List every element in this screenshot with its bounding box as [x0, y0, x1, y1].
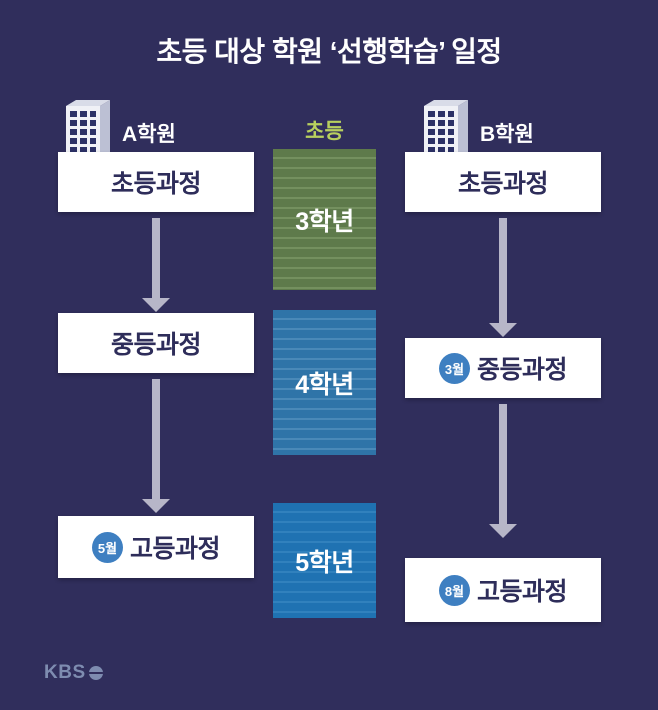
- academy-a-label: A학원: [122, 123, 176, 146]
- academy-b-label: B학원: [480, 123, 534, 146]
- course-box-a-elementary: 초등과정: [58, 152, 254, 212]
- course-box-b-high: 8월 고등과정: [405, 558, 601, 622]
- course-box-b-elementary: 초등과정: [405, 152, 601, 212]
- flow-arrow-down: [142, 218, 170, 312]
- grade-box-5: 5학년: [273, 503, 376, 618]
- page-title: 초등 대상 학원 ‘선행학습’ 일정: [156, 36, 502, 67]
- grade-label: 5학년: [295, 548, 354, 577]
- month-badge: 5월: [91, 531, 123, 563]
- arrow-shaft: [152, 218, 160, 299]
- flow-arrow-down: [489, 218, 517, 337]
- grade-label: 3학년: [295, 207, 354, 236]
- course-label: 고등과정: [129, 535, 221, 563]
- course-label: 고등과정: [476, 578, 568, 606]
- course-box-a-high: 5월 고등과정: [58, 516, 254, 578]
- month-badge: 3월: [438, 352, 470, 384]
- kbs-logo-text: KBS: [44, 662, 86, 683]
- course-label: 중등과정: [476, 356, 568, 384]
- kbs-logo: KBS: [44, 662, 103, 684]
- arrow-head: [142, 298, 170, 312]
- course-box-a-middle: 중등과정: [58, 313, 254, 373]
- arrow-head: [142, 499, 170, 513]
- course-box-b-middle: 3월 중등과정: [405, 338, 601, 398]
- arrow-shaft: [499, 218, 507, 324]
- course-label: 중등과정: [110, 331, 202, 359]
- kbs-globe-icon: [88, 666, 103, 680]
- grade-box-4: 4학년: [273, 310, 376, 455]
- arrow-head: [489, 323, 517, 337]
- grade-box-3: 3학년: [273, 149, 376, 290]
- arrow-shaft: [152, 379, 160, 500]
- course-label: 초등과정: [110, 170, 202, 198]
- grade-label: 4학년: [295, 370, 354, 399]
- arrow-shaft: [499, 404, 507, 525]
- flow-arrow-down: [489, 404, 517, 538]
- flow-arrow-down: [142, 379, 170, 513]
- arrow-head: [489, 524, 517, 538]
- course-label: 초등과정: [457, 170, 549, 198]
- elementary-header: 초등: [305, 120, 344, 143]
- month-badge: 8월: [438, 574, 470, 606]
